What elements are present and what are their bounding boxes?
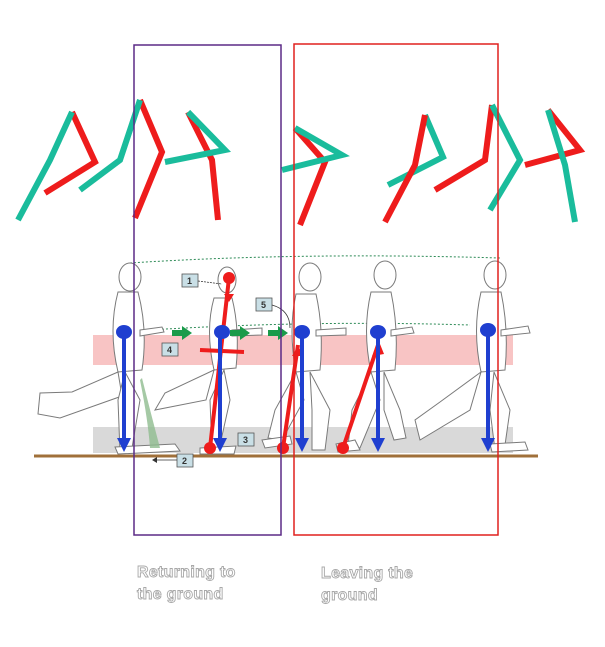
tag-4: 4 xyxy=(161,342,179,357)
tag-2: 2 xyxy=(152,453,194,468)
tag-1: 1 xyxy=(181,273,223,288)
tag-5: 5 xyxy=(255,297,291,329)
stick-leg-6 xyxy=(433,103,524,212)
blue-vertical-arrows xyxy=(116,323,496,452)
leaving-caption-line-2: ground xyxy=(321,587,379,605)
tag-3: 3 xyxy=(237,432,255,447)
stick-leg-figures xyxy=(15,98,586,227)
stick-leg-5 xyxy=(382,113,447,224)
leg-swing-shadow xyxy=(140,378,160,448)
tag-2-label: 2 xyxy=(182,456,187,466)
stick-leg-3 xyxy=(164,109,231,221)
tag-1-label: 1 xyxy=(187,276,192,286)
returning-phase-box xyxy=(133,44,282,536)
stick-leg-4 xyxy=(281,125,350,227)
returning-caption-line-2: the ground xyxy=(137,586,224,604)
tag-4-label: 4 xyxy=(167,345,172,355)
returning-caption: Returning to the ground xyxy=(137,562,236,606)
tag-3-label: 3 xyxy=(243,435,248,445)
stick-leg-1 xyxy=(15,110,99,222)
leaving-phase-box xyxy=(293,43,499,536)
leaving-caption: Leaving the ground xyxy=(321,563,414,607)
tag-5-label: 5 xyxy=(261,300,266,310)
head-trajectory-line xyxy=(129,255,501,264)
leaving-caption-line-1: Leaving the xyxy=(321,565,414,583)
green-forward-arrows xyxy=(172,326,288,340)
stick-leg-7 xyxy=(524,108,586,223)
returning-caption-line-1: Returning to xyxy=(137,564,236,582)
